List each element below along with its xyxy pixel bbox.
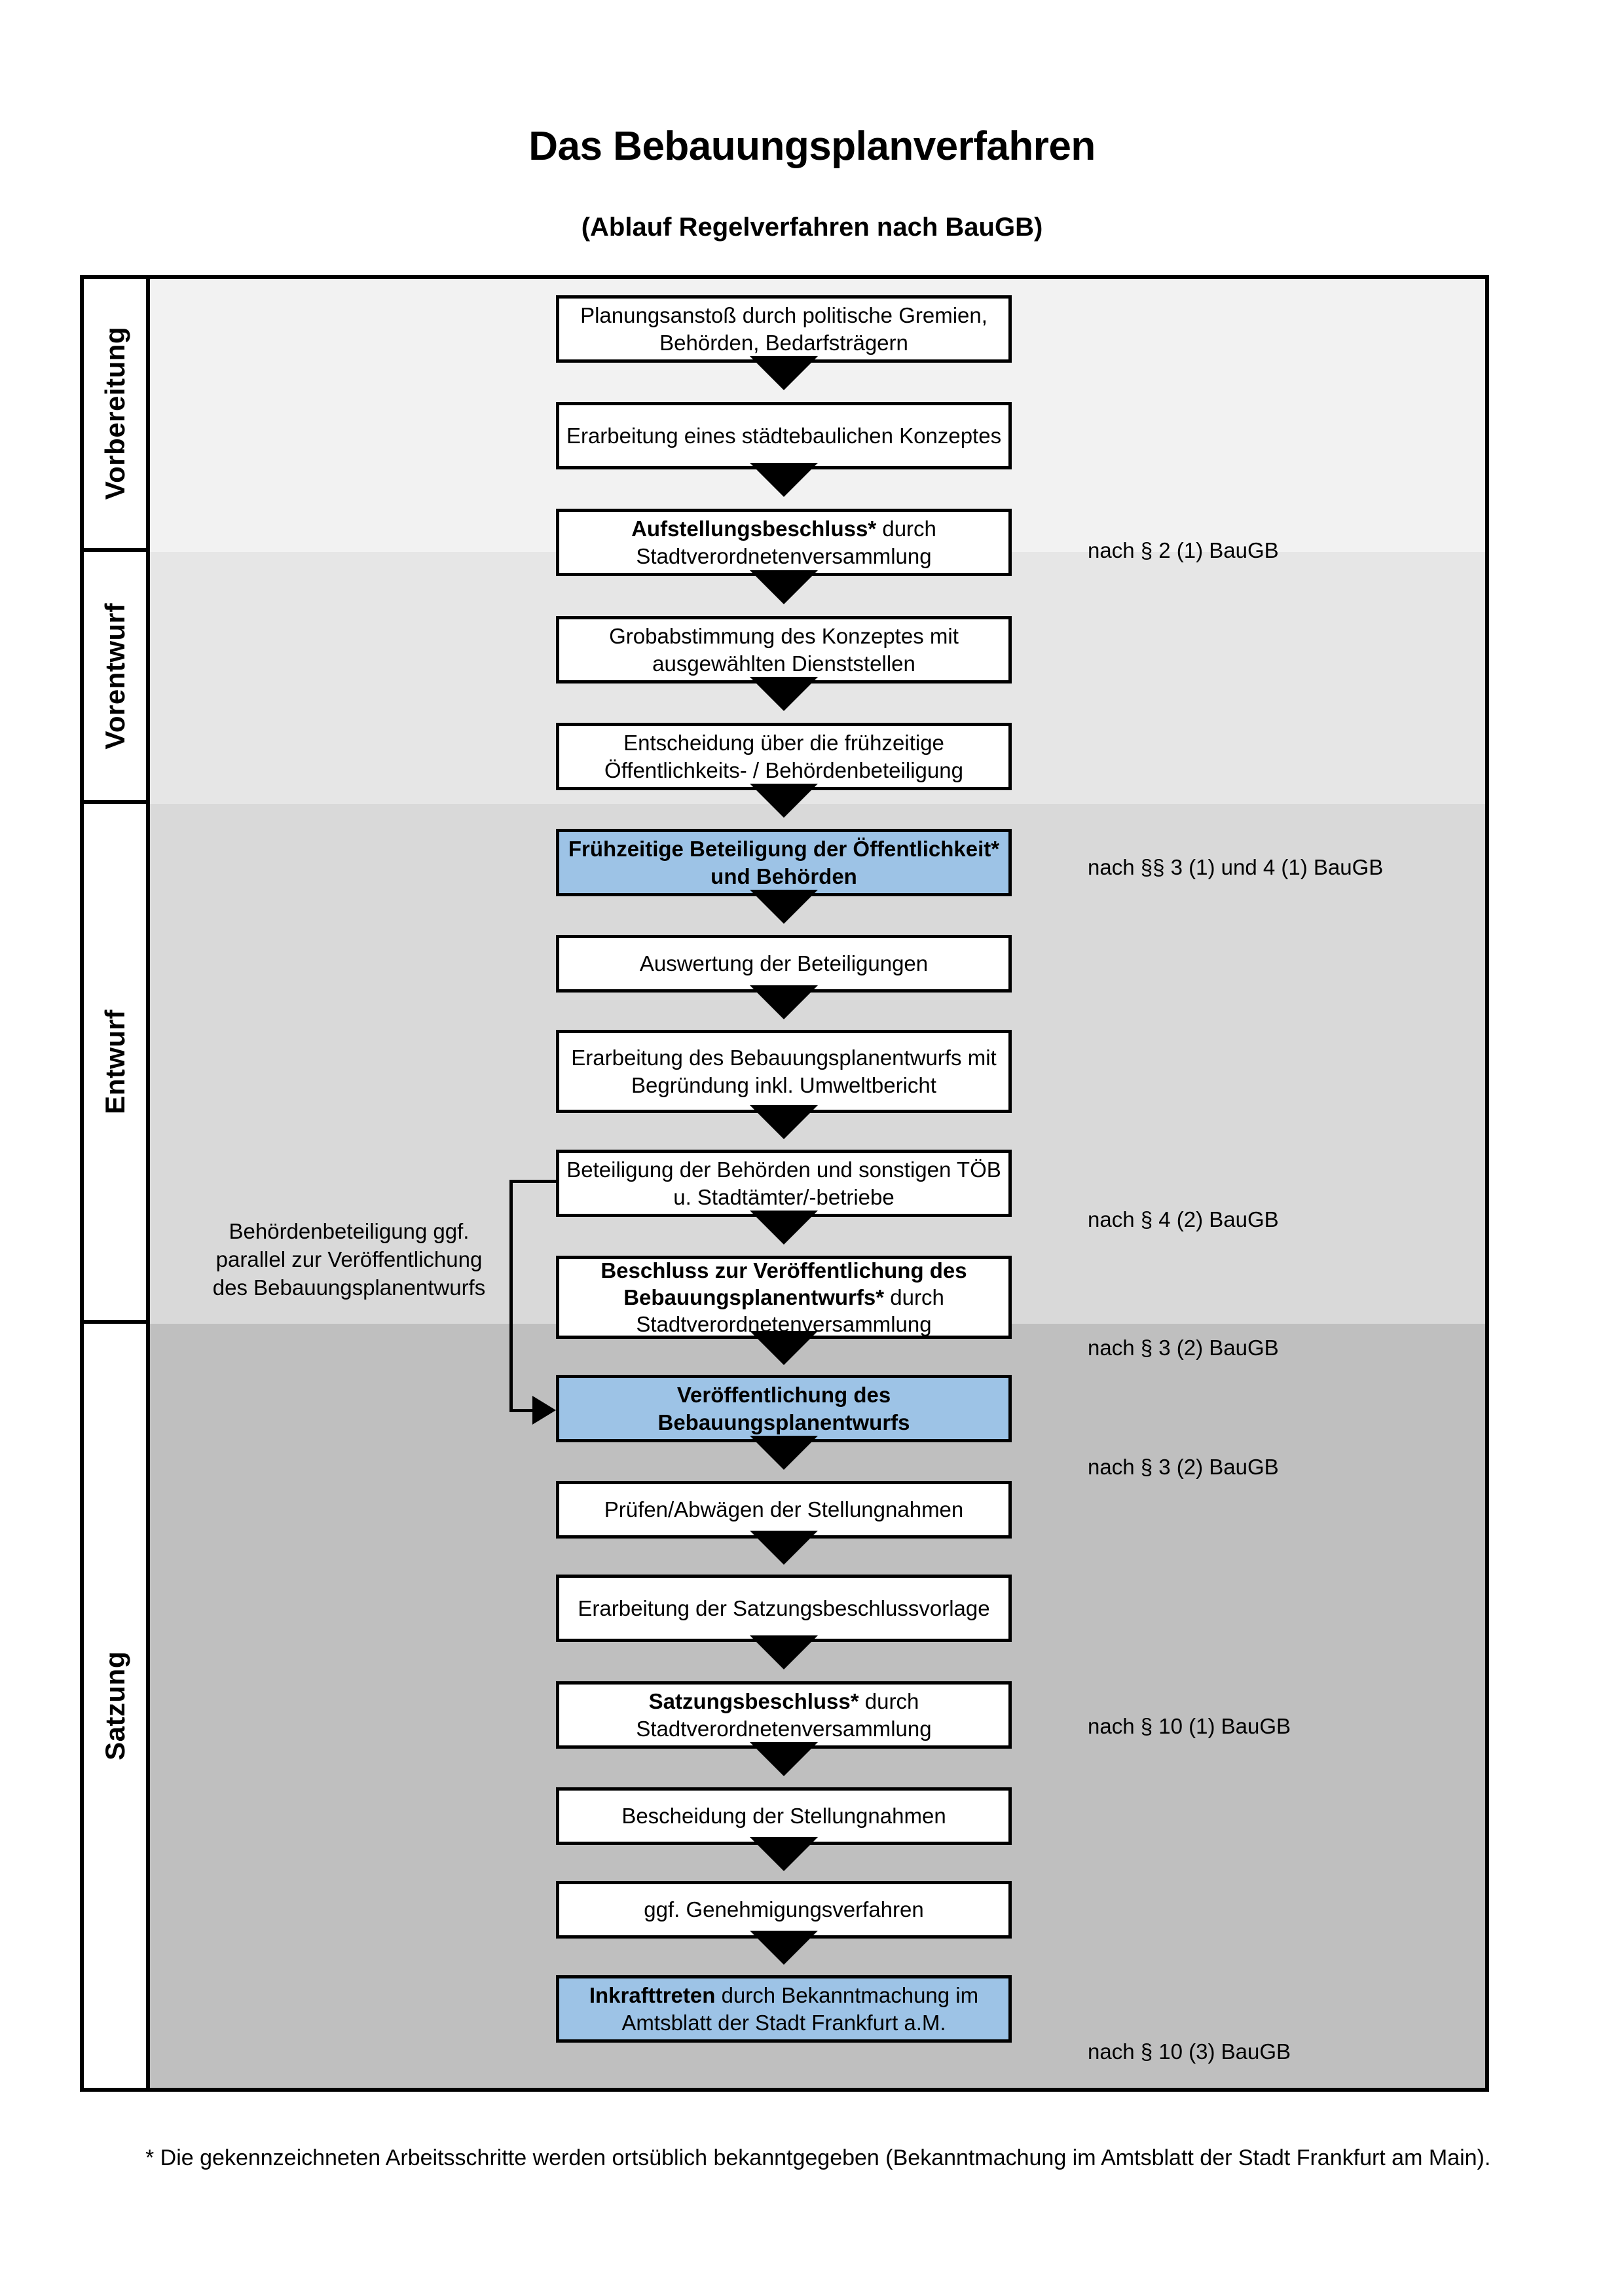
loop-arrowhead-icon	[532, 1396, 556, 1425]
flow-step-label: Erarbeitung der Satzungsbeschlussvorlage	[578, 1595, 990, 1620]
flow-arrow-down-icon	[750, 1530, 818, 1565]
flow-step-label: Frühzeitige Beteiligung der Öffentlichke…	[566, 835, 1002, 890]
flow-step-label-bold: Aufstellungsbeschluss*	[631, 517, 877, 541]
flow-arrow-down-icon	[750, 1741, 818, 1776]
flow-step-label: Entscheidung über die frühzeitige Öffent…	[604, 731, 963, 782]
phase-label-column: Vorbereitung Vorentwurf Entwurf Satzung	[84, 279, 150, 2088]
phase-label-vorbereitung: Vorbereitung	[84, 279, 146, 552]
flow-step-16[interactable]: ggf. Genehmigungsverfahren	[556, 1881, 1012, 1939]
flow-step-8[interactable]: Erarbeitung des Bebauungsplanentwurfs mi…	[556, 1030, 1012, 1113]
flow-step-label: Erarbeitung des Bebauungsplanentwurfs mi…	[571, 1046, 997, 1097]
legal-reference-4: nach § 3 (2) BauGB	[1088, 1336, 1279, 1360]
flow-arrow-down-icon	[750, 677, 818, 711]
legal-reference-2: nach §§ 3 (1) und 4 (1) BauGB	[1088, 855, 1384, 879]
flow-step-14[interactable]: Satzungsbeschluss* durch Stadtverordnete…	[556, 1681, 1012, 1749]
flow-step-label-bold: Veröffentlichung des Bebauungsplanentwur…	[657, 1383, 910, 1434]
flow-step-label: Prüfen/Abwägen der Stellungnahmen	[604, 1497, 964, 1522]
legal-reference-7: nach § 10 (3) BauGB	[1088, 2039, 1291, 2064]
flow-step-11[interactable]: Veröffentlichung des Bebauungsplanentwur…	[556, 1375, 1012, 1442]
flow-arrow-down-icon	[750, 356, 818, 390]
flow-step-3[interactable]: Aufstellungsbeschluss* durch Stadtverord…	[556, 509, 1012, 576]
loop-segment-left	[509, 1180, 513, 1409]
flow-step-6[interactable]: Frühzeitige Beteiligung der Öffentlichke…	[556, 829, 1012, 896]
legal-reference-1: nach § 2 (1) BauGB	[1088, 538, 1279, 562]
flow-arrow-down-icon	[750, 1931, 818, 1965]
flow-arrow-down-icon	[750, 1435, 818, 1470]
flow-step-label: Beteiligung der Behörden und sonstigen T…	[566, 1157, 1001, 1209]
flow-step-label: Bescheidung der Stellungnahmen	[621, 1804, 946, 1829]
flow-step-label-bold: Beschluss zur Veröffentlichung des Bebau…	[600, 1258, 967, 1309]
flow-arrow-down-icon	[750, 1836, 818, 1871]
footnote: * Die gekennzeichneten Arbeitsschritte w…	[145, 2145, 1491, 2170]
flow-arrow-down-icon	[750, 889, 818, 924]
flow-step-15[interactable]: Bescheidung der Stellungnahmen	[556, 1787, 1012, 1845]
feedback-loop-connector	[84, 279, 1485, 2088]
flow-step-13[interactable]: Erarbeitung der Satzungsbeschlussvorlage	[556, 1575, 1012, 1642]
legal-reference-6: nach § 10 (1) BauGB	[1088, 1714, 1291, 1738]
flow-step-label: Auswertung der Beteiligungen	[639, 951, 929, 976]
flow-step-label: Aufstellungsbeschluss* durch Stadtverord…	[631, 517, 936, 568]
side-note-parallel-procedure: Behördenbeteiligung ggf. parallel zur Ve…	[212, 1219, 486, 1300]
flow-arrow-down-icon	[750, 1210, 818, 1245]
flow-arrow-down-icon	[750, 1635, 818, 1669]
flow-arrow-down-icon	[750, 570, 818, 604]
flow-step-4[interactable]: Grobabstimmung des Konzeptes mit ausgewä…	[556, 616, 1012, 683]
page-subtitle: (Ablauf Regelverfahren nach BauGB)	[581, 213, 1043, 242]
flow-step-label: Inkrafttreten durch Bekanntmachung im Am…	[589, 1983, 979, 2035]
flow-step-5[interactable]: Entscheidung über die frühzeitige Öffent…	[556, 723, 1012, 790]
flow-step-17[interactable]: Inkrafttreten durch Bekanntmachung im Am…	[556, 1975, 1012, 2043]
flow-step-10[interactable]: Beschluss zur Veröffentlichung des Bebau…	[556, 1256, 1012, 1339]
flow-arrow-down-icon	[750, 1105, 818, 1139]
flow-step-7[interactable]: Auswertung der Beteiligungen	[556, 935, 1012, 993]
page-title: Das Bebauungsplanverfahren	[528, 124, 1096, 169]
flow-step-label: Planungsanstoß durch politische Gremien,…	[580, 303, 987, 355]
flow-step-1[interactable]: Planungsanstoß durch politische Gremien,…	[556, 295, 1012, 363]
flow-arrow-down-icon	[750, 985, 818, 1019]
flow-step-label: Erarbeitung eines städtebaulichen Konzep…	[566, 423, 1002, 448]
flow-step-2[interactable]: Erarbeitung eines städtebaulichen Konzep…	[556, 402, 1012, 469]
flow-step-label-bold: Frühzeitige Beteiligung der Öffentlichke…	[568, 837, 1000, 888]
flow-step-label: ggf. Genehmigungsverfahren	[644, 1897, 924, 1922]
legal-reference-3: nach § 4 (2) BauGB	[1088, 1207, 1279, 1231]
flow-step-label-bold: Satzungsbeschluss*	[648, 1689, 859, 1714]
flow-step-9[interactable]: Beteiligung der Behörden und sonstigen T…	[556, 1150, 1012, 1217]
flow-arrow-down-icon	[750, 783, 818, 818]
flow-step-label-bold: Inkrafttreten	[589, 1983, 716, 2008]
flow-arrow-down-icon	[750, 463, 818, 497]
flow-step-label: Grobabstimmung des Konzeptes mit ausgewä…	[609, 624, 959, 676]
flow-step-label: Veröffentlichung des Bebauungsplanentwur…	[566, 1381, 1002, 1436]
diagram-frame: Vorbereitung Vorentwurf Entwurf Satzung	[80, 275, 1489, 2092]
phase-label-vorentwurf: Vorentwurf	[84, 552, 146, 804]
loop-segment-bottom	[509, 1408, 532, 1412]
flow-arrow-down-icon	[750, 1330, 818, 1365]
phase-label-entwurf: Entwurf	[84, 804, 146, 1324]
loop-segment-top	[509, 1180, 556, 1183]
flow-step-label: Satzungsbeschluss* durch Stadtverordnete…	[636, 1689, 932, 1741]
legal-reference-5: nach § 3 (2) BauGB	[1088, 1455, 1279, 1479]
flow-step-label: Beschluss zur Veröffentlichung des Bebau…	[600, 1258, 967, 1337]
